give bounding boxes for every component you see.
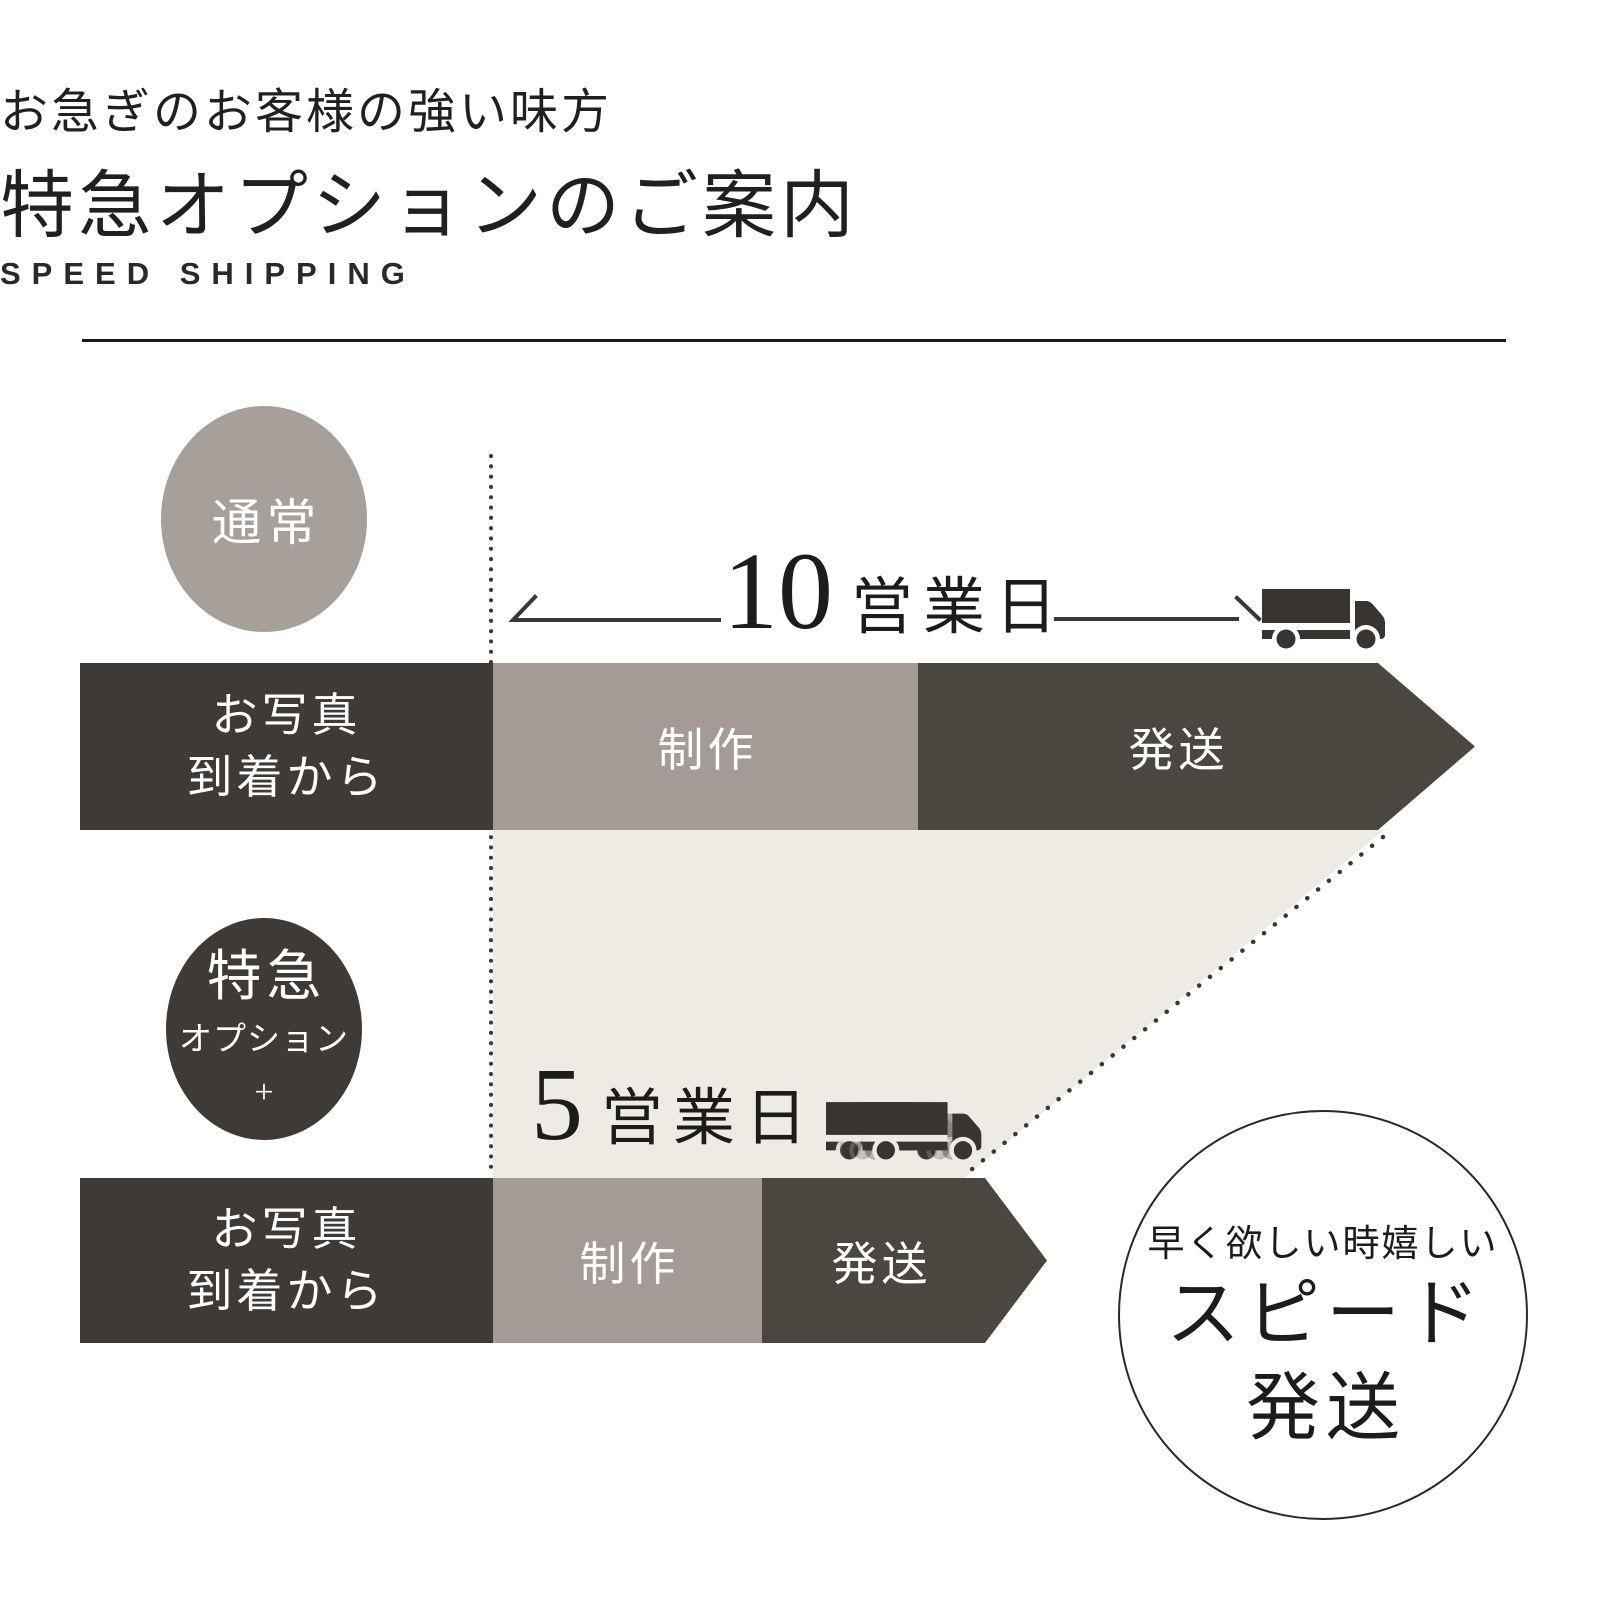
diagonal-dotted-line [963, 834, 1386, 1177]
speed-circle-word1: スピード [1166, 1274, 1486, 1356]
page-title: 特急オプションのご案内 [0, 166, 858, 248]
speed-circle-word2: 発送 [1246, 1368, 1406, 1450]
normal-start-label: お写真 到着から [80, 663, 493, 830]
normal-duration: 10 営業日 [723, 536, 1067, 646]
normal-production-segment: 制作 [493, 663, 918, 830]
speed-shipping-circle: 早く欲しい時嬉しい スピード 発送 [1118, 1110, 1528, 1520]
express-shipping-label: 発送 [831, 1238, 932, 1290]
header-subtitle: お急ぎのお客様の強い味方 [0, 86, 613, 139]
express-duration-value: 5 [531, 1047, 583, 1162]
express-badge: 特急 オプション + [166, 918, 362, 1140]
express-badge-line2: オプション [179, 1022, 349, 1058]
express-start-label: お写真 到着から [80, 1178, 493, 1343]
normal-shipping-label: 発送 [1128, 724, 1229, 776]
normal-start-line2: 到着から [186, 751, 387, 803]
dimension-left-tick [508, 594, 721, 622]
express-start-line1: お写真 [211, 1203, 362, 1255]
express-badge-line1: 特急 [206, 946, 327, 1007]
normal-start-line1: お写真 [211, 689, 362, 741]
express-duration-unit: 営業日 [601, 1085, 818, 1153]
normal-badge: 通常 [161, 406, 367, 632]
normal-duration-value: 10 [723, 530, 833, 652]
normal-duration-unit: 営業日 [851, 574, 1068, 642]
express-start-line2: 到着から [186, 1265, 387, 1317]
express-production-label: 制作 [579, 1238, 680, 1290]
speed-circle-caption: 早く欲しい時嬉しい [1147, 1224, 1499, 1265]
duration-dimension-line [508, 594, 1262, 622]
normal-badge-label: 通常 [211, 495, 322, 551]
express-production-segment: 制作 [493, 1178, 762, 1343]
header-divider [82, 339, 1506, 342]
header-tagline: SPEED SHIPPING [0, 256, 416, 291]
normal-production-label: 制作 [657, 724, 758, 776]
express-shipping-segment: 発送 [762, 1178, 1047, 1343]
dimension-right-tick [1054, 595, 1262, 622]
express-badge-plus: + [254, 1074, 274, 1111]
express-duration: 5 営業日 [531, 1053, 817, 1157]
connector-region [493, 830, 1384, 1178]
truck-icon [1262, 589, 1385, 653]
speeding-truck-icon [826, 1102, 982, 1164]
normal-shipping-segment: 発送 [918, 663, 1475, 830]
